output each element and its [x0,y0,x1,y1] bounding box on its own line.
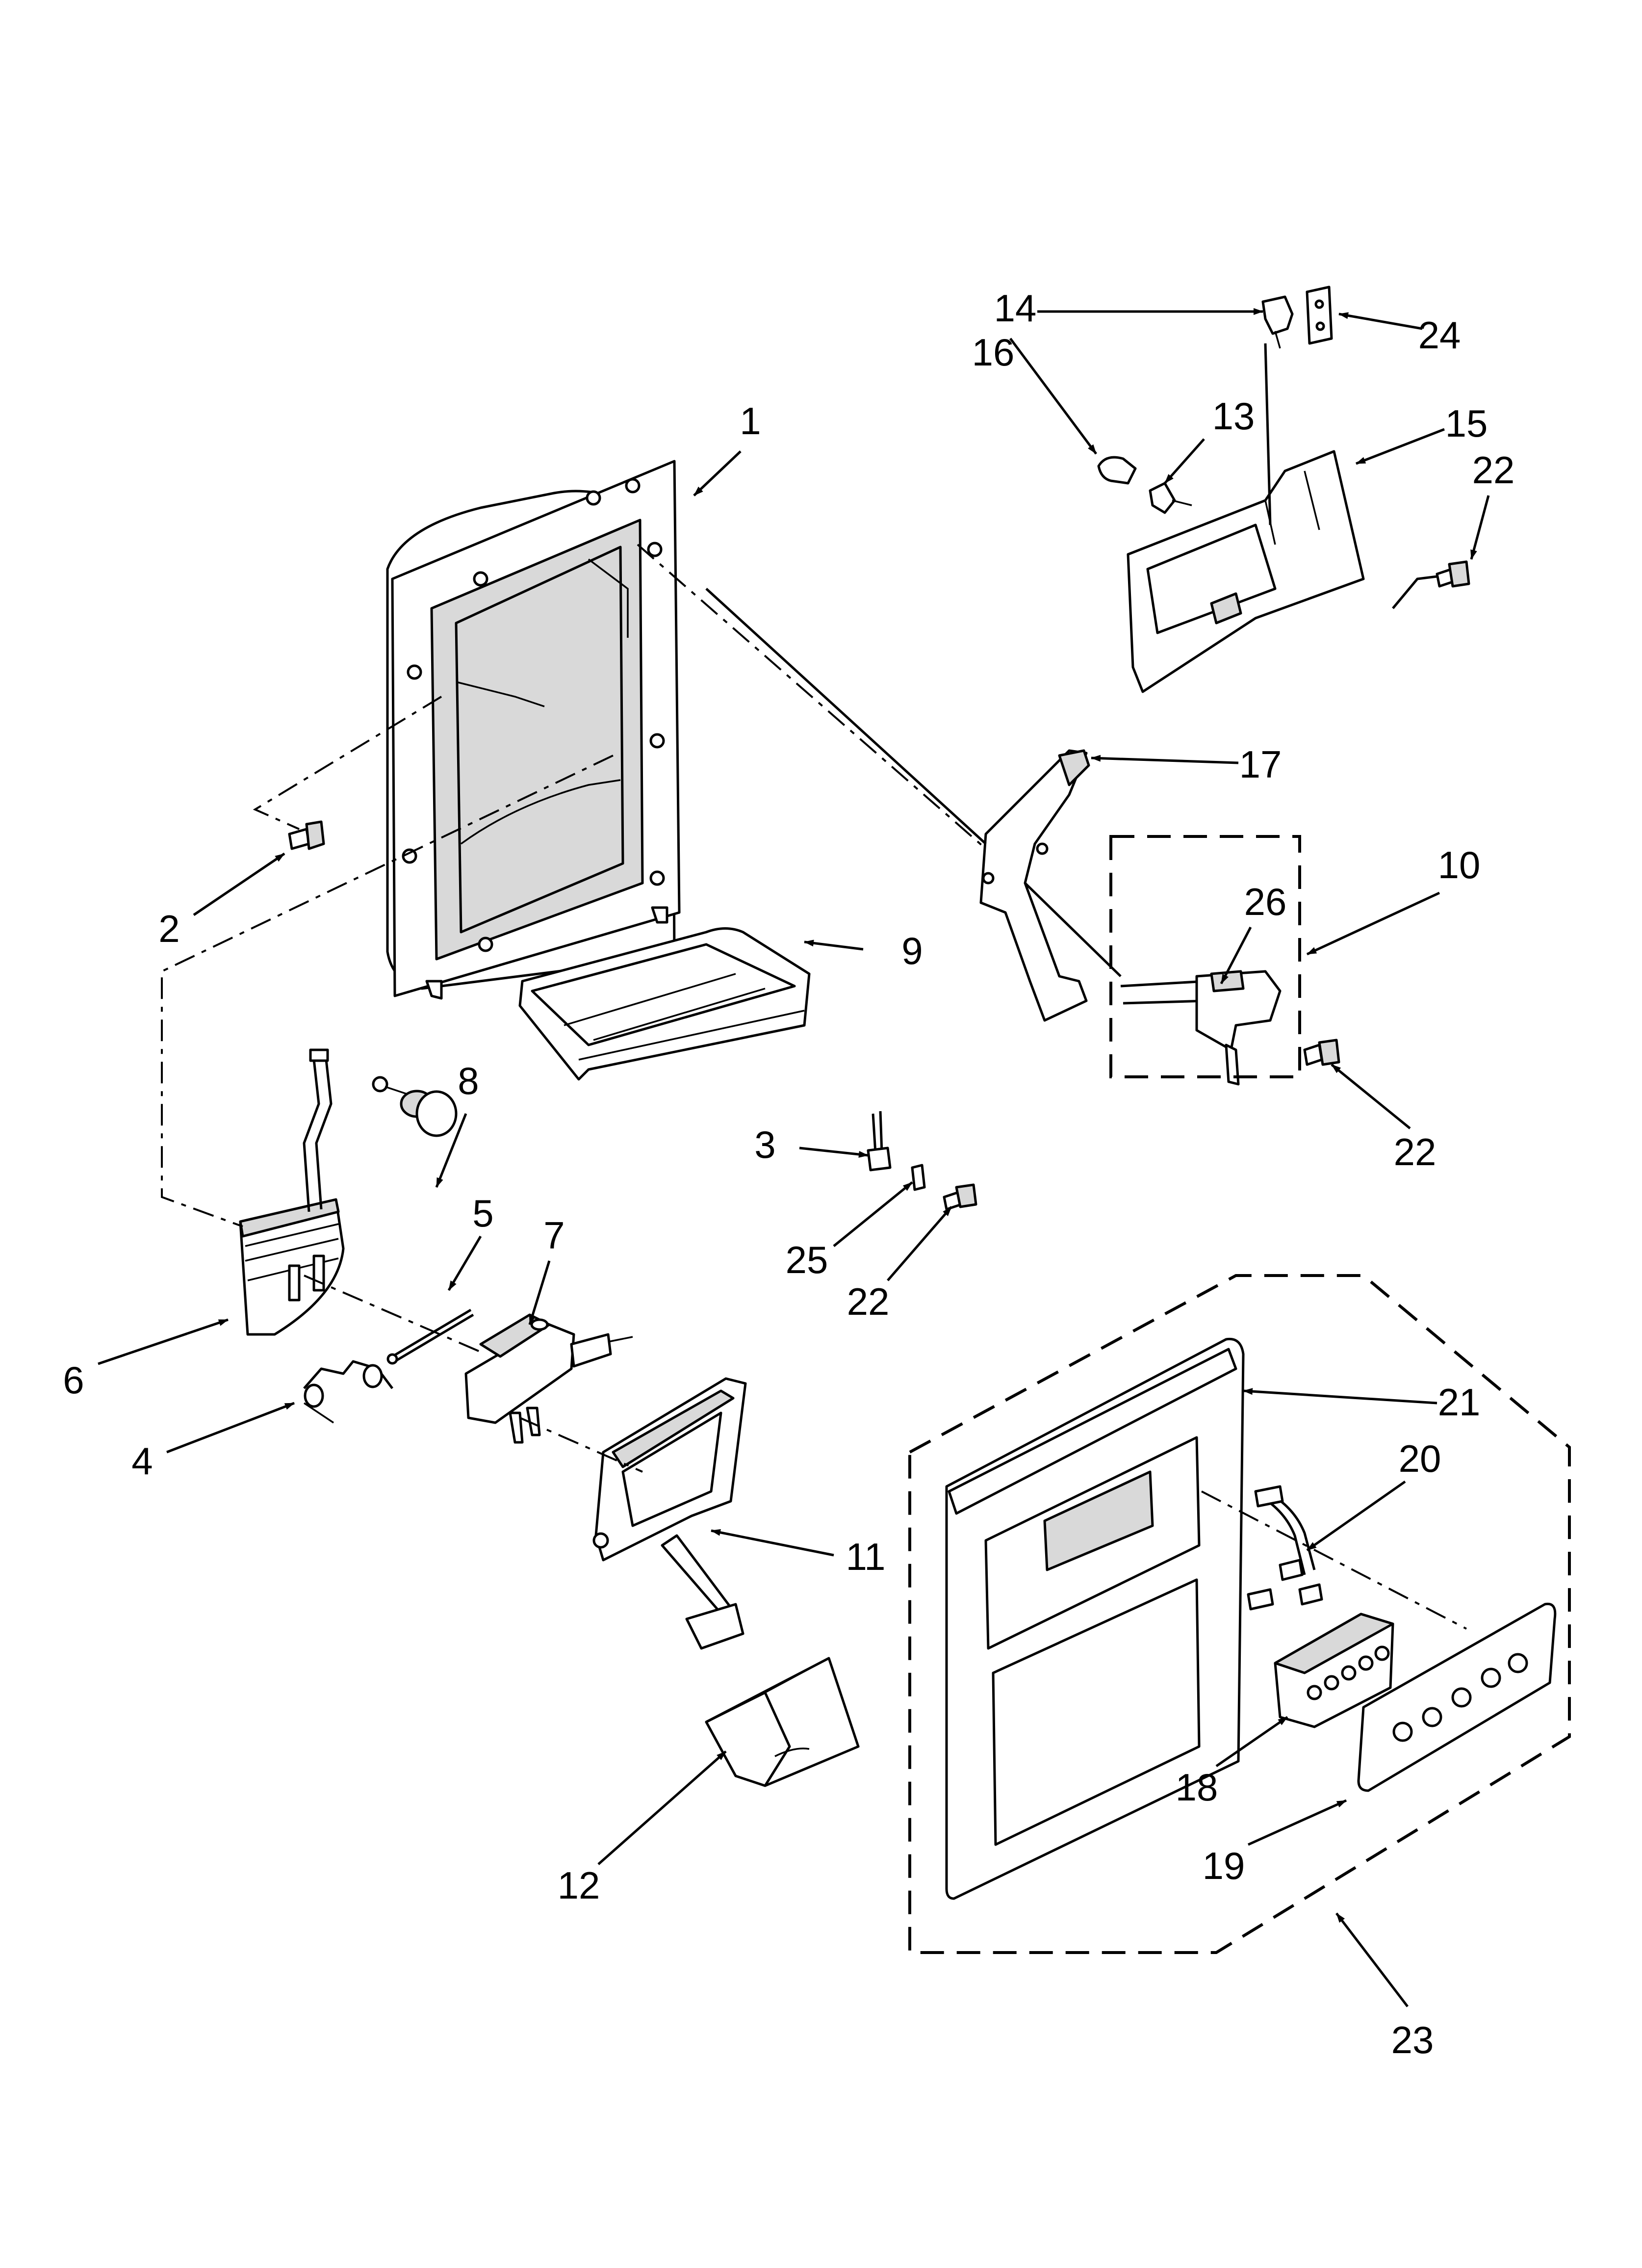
part-24-insulator [1306,286,1333,345]
part-17-water-lever [979,749,1090,1022]
group-10-boundary [1109,835,1301,1078]
part-25-clip [911,1164,926,1191]
callout-8: 8 [458,1059,479,1102]
callout-2: 2 [158,907,180,950]
callout-23: 23 [1391,2018,1434,2061]
part-18-control-board [1274,1613,1394,1728]
callout-22-center: 22 [847,1280,890,1323]
callout-16: 16 [972,331,1015,374]
callout-21: 21 [1438,1381,1481,1424]
callout-9: 9 [901,929,923,972]
part-6-motor-assembly [239,1048,345,1336]
callout-1: 1 [740,399,761,443]
callout-26: 26 [1244,880,1287,923]
part-9-drip-tray [518,927,811,1081]
part-7-actuator [464,1313,633,1444]
callout-19: 19 [1203,1844,1245,1887]
callout-15: 15 [1445,402,1488,445]
group-23-boundary [908,1274,1571,1954]
callout-17: 17 [1239,743,1282,786]
callout-24: 24 [1418,313,1461,357]
part-21-dispenser-front [945,1337,1245,1900]
callout-6: 6 [63,1358,84,1402]
part-14-microswitch [1261,295,1294,349]
callout-13: 13 [1212,394,1255,438]
callout-3: 3 [754,1123,775,1166]
part-5-pin [386,1308,474,1365]
part-4-spring [303,1360,393,1424]
part-19-control-overlay [1357,1602,1557,1792]
part-8-solenoid [372,1076,458,1137]
part-22-screw-right [1303,1039,1340,1066]
part-1-dispenser-housing [386,460,681,1000]
part-22-screw-top [1436,560,1470,588]
callout-4: 4 [131,1439,153,1483]
callout-11: 11 [846,1535,886,1578]
callout-20: 20 [1399,1437,1441,1480]
callout-5: 5 [472,1192,493,1235]
callout-10: 10 [1438,843,1481,886]
part-13-socket [1149,482,1192,514]
part-11-ice-lever [592,1377,747,1650]
connection-lines [161,544,1467,1630]
callout-18: 18 [1176,1766,1218,1809]
callout-25: 25 [786,1238,828,1281]
leader-arrows [98,308,1490,2007]
callout-12: 12 [558,1864,600,1907]
part-22-screw-center [943,1183,977,1211]
callout-14: 14 [994,287,1037,330]
part-26-actuator-arm [1120,970,1282,1086]
callout-labels: 1 2 3 4 5 6 7 8 9 10 11 12 13 14 15 16 1… [63,287,1514,2061]
part-3-switch-arm [867,1111,892,1172]
part-16-lamp-bulb [1097,456,1137,485]
part-2-screw [288,820,325,850]
part-15-bracket [1127,343,1365,693]
callout-22-top: 22 [1472,448,1515,492]
callout-22-right: 22 [1394,1130,1437,1173]
callout-7: 7 [543,1214,564,1257]
part-12-chute-cup [705,1657,860,1787]
part-20-wire-harness [1247,1485,1323,1611]
